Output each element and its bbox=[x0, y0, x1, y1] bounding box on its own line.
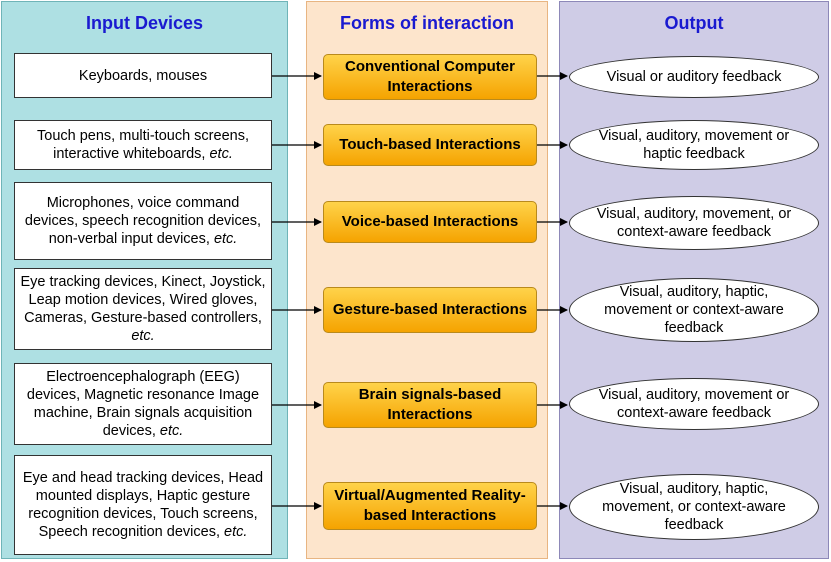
form-label: Touch-based Interactions bbox=[339, 136, 521, 153]
output-ellipse-voice: Visual, auditory, movement, or context-a… bbox=[569, 196, 819, 250]
input-text: Keyboards, mouses bbox=[78, 67, 208, 84]
form-label: Voice-based Interactions bbox=[341, 213, 519, 230]
input-text: Electroencephalograph (EEG) devices, Mag… bbox=[26, 369, 260, 439]
output-title: Output bbox=[664, 13, 724, 33]
input-box-keyboards: Keyboards, mouses bbox=[14, 53, 272, 98]
form-label: Gesture-based Interactions bbox=[332, 301, 528, 318]
output-ellipse-touch: Visual, auditory, movement or haptic fee… bbox=[569, 120, 819, 170]
output-text: Visual or auditory feedback bbox=[606, 69, 782, 85]
form-box-gesture: Gesture-based Interactions bbox=[323, 287, 537, 333]
form-box-touch: Touch-based Interactions bbox=[323, 124, 537, 166]
input-box-brain: Electroencephalograph (EEG) devices, Mag… bbox=[14, 363, 272, 445]
output-text: Visual, auditory, haptic, movement or co… bbox=[604, 284, 784, 336]
form-label: Brain signals-based Interactions bbox=[358, 386, 502, 423]
output-ellipse-gesture: Visual, auditory, haptic, movement or co… bbox=[569, 278, 819, 342]
input-etc: etc. bbox=[213, 231, 238, 247]
output-text: Visual, auditory, movement or haptic fee… bbox=[598, 128, 790, 162]
output-text: Visual, auditory, movement or context-aw… bbox=[598, 387, 790, 421]
output-text: Visual, auditory, haptic, movement, or c… bbox=[602, 481, 786, 533]
input-box-gesture: Eye tracking devices, Kinect, Joystick, … bbox=[14, 268, 272, 350]
output-ellipse-conventional: Visual or auditory feedback bbox=[569, 56, 819, 98]
form-label: Virtual/Augmented Reality-based Interact… bbox=[334, 487, 526, 524]
input-text: Eye and head tracking devices, Head moun… bbox=[22, 470, 264, 540]
form-label: Conventional Computer Interactions bbox=[344, 58, 515, 95]
input-etc: etc. bbox=[159, 423, 184, 439]
input-box-vr: Eye and head tracking devices, Head moun… bbox=[14, 455, 272, 555]
input-etc: etc. bbox=[131, 328, 155, 344]
output-text: Visual, auditory, movement, or context-a… bbox=[596, 206, 792, 240]
form-box-vr: Virtual/Augmented Reality-based Interact… bbox=[323, 482, 537, 530]
input-etc: etc. bbox=[209, 146, 233, 162]
input-box-voice: Microphones, voice command devices, spee… bbox=[14, 182, 272, 260]
form-box-voice: Voice-based Interactions bbox=[323, 201, 537, 243]
output-ellipse-brain: Visual, auditory, movement or context-aw… bbox=[569, 378, 819, 430]
input-etc: etc. bbox=[224, 524, 248, 540]
forms-of-interaction-title: Forms of interaction bbox=[339, 13, 514, 33]
form-box-conventional: Conventional Computer Interactions bbox=[323, 54, 537, 100]
input-devices-title: Input Devices bbox=[85, 13, 204, 33]
form-box-brain: Brain signals-based Interactions bbox=[323, 382, 537, 428]
input-text: Eye tracking devices, Kinect, Joystick, … bbox=[20, 274, 266, 326]
output-ellipse-vr: Visual, auditory, haptic, movement, or c… bbox=[569, 474, 819, 540]
input-text: Microphones, voice command devices, spee… bbox=[24, 195, 262, 247]
input-box-touch: Touch pens, multi-touch screens, interac… bbox=[14, 120, 272, 170]
input-text: Touch pens, multi-touch screens, interac… bbox=[37, 128, 249, 162]
